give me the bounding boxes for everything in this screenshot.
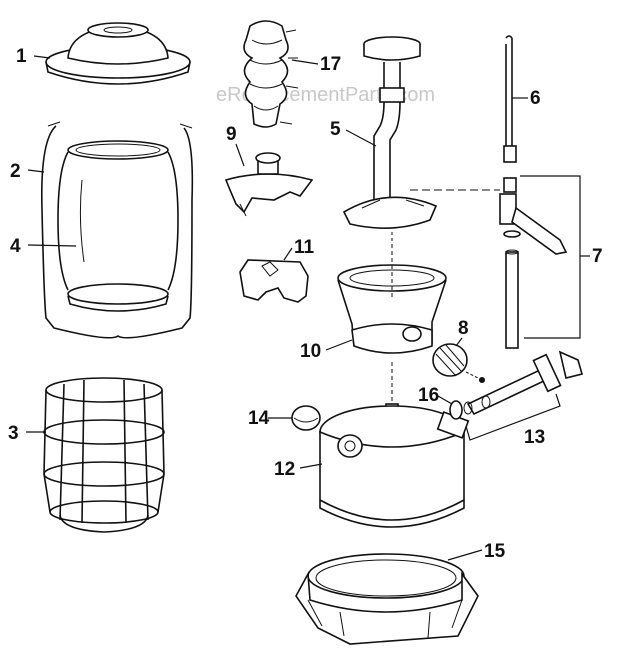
- part-number-label: 1: [16, 46, 27, 67]
- part-number-label: 10: [300, 341, 321, 362]
- mantle-part: [243, 20, 299, 128]
- part-number-label: 16: [418, 385, 439, 406]
- part-number-label: 11: [294, 237, 315, 258]
- knob-part: [432, 343, 485, 383]
- part-number-label: 12: [274, 459, 295, 480]
- valve-assembly-part: [499, 175, 581, 349]
- frame-part: [342, 36, 500, 246]
- pump-assembly-part: [465, 350, 583, 441]
- part-number-label: 17: [320, 54, 341, 75]
- burner-cap-part: [224, 152, 314, 217]
- part-number-label: 5: [330, 119, 341, 140]
- fount-part: [319, 362, 470, 528]
- filler-cap-part: [291, 405, 321, 431]
- part-number-label: 4: [10, 236, 21, 257]
- part-number-label: 7: [592, 246, 603, 267]
- part-labels: 1 2 3 4 5 6 7 8 9 10 11 12 13 14 15 16 1…: [8, 46, 603, 562]
- part-number-label: 15: [484, 541, 506, 562]
- leader-lines: [26, 55, 590, 561]
- part-number-label: 13: [524, 427, 545, 448]
- part-number-label: 2: [10, 161, 21, 182]
- guard-part: [43, 377, 165, 533]
- globe-part: [57, 140, 179, 312]
- pump-parts-part: [449, 395, 491, 420]
- part-number-label: 9: [226, 124, 237, 145]
- part-number-label: 6: [530, 88, 541, 109]
- ventilator-part: [45, 22, 191, 85]
- bail-part: [40, 121, 194, 339]
- part-number-label: 8: [458, 318, 469, 339]
- part-number-label: 14: [248, 408, 270, 429]
- generator-part: [503, 35, 517, 163]
- collar-part: [337, 244, 447, 354]
- part-number-label: 3: [8, 423, 19, 444]
- base-part: [295, 553, 479, 645]
- clip-part: [239, 259, 309, 303]
